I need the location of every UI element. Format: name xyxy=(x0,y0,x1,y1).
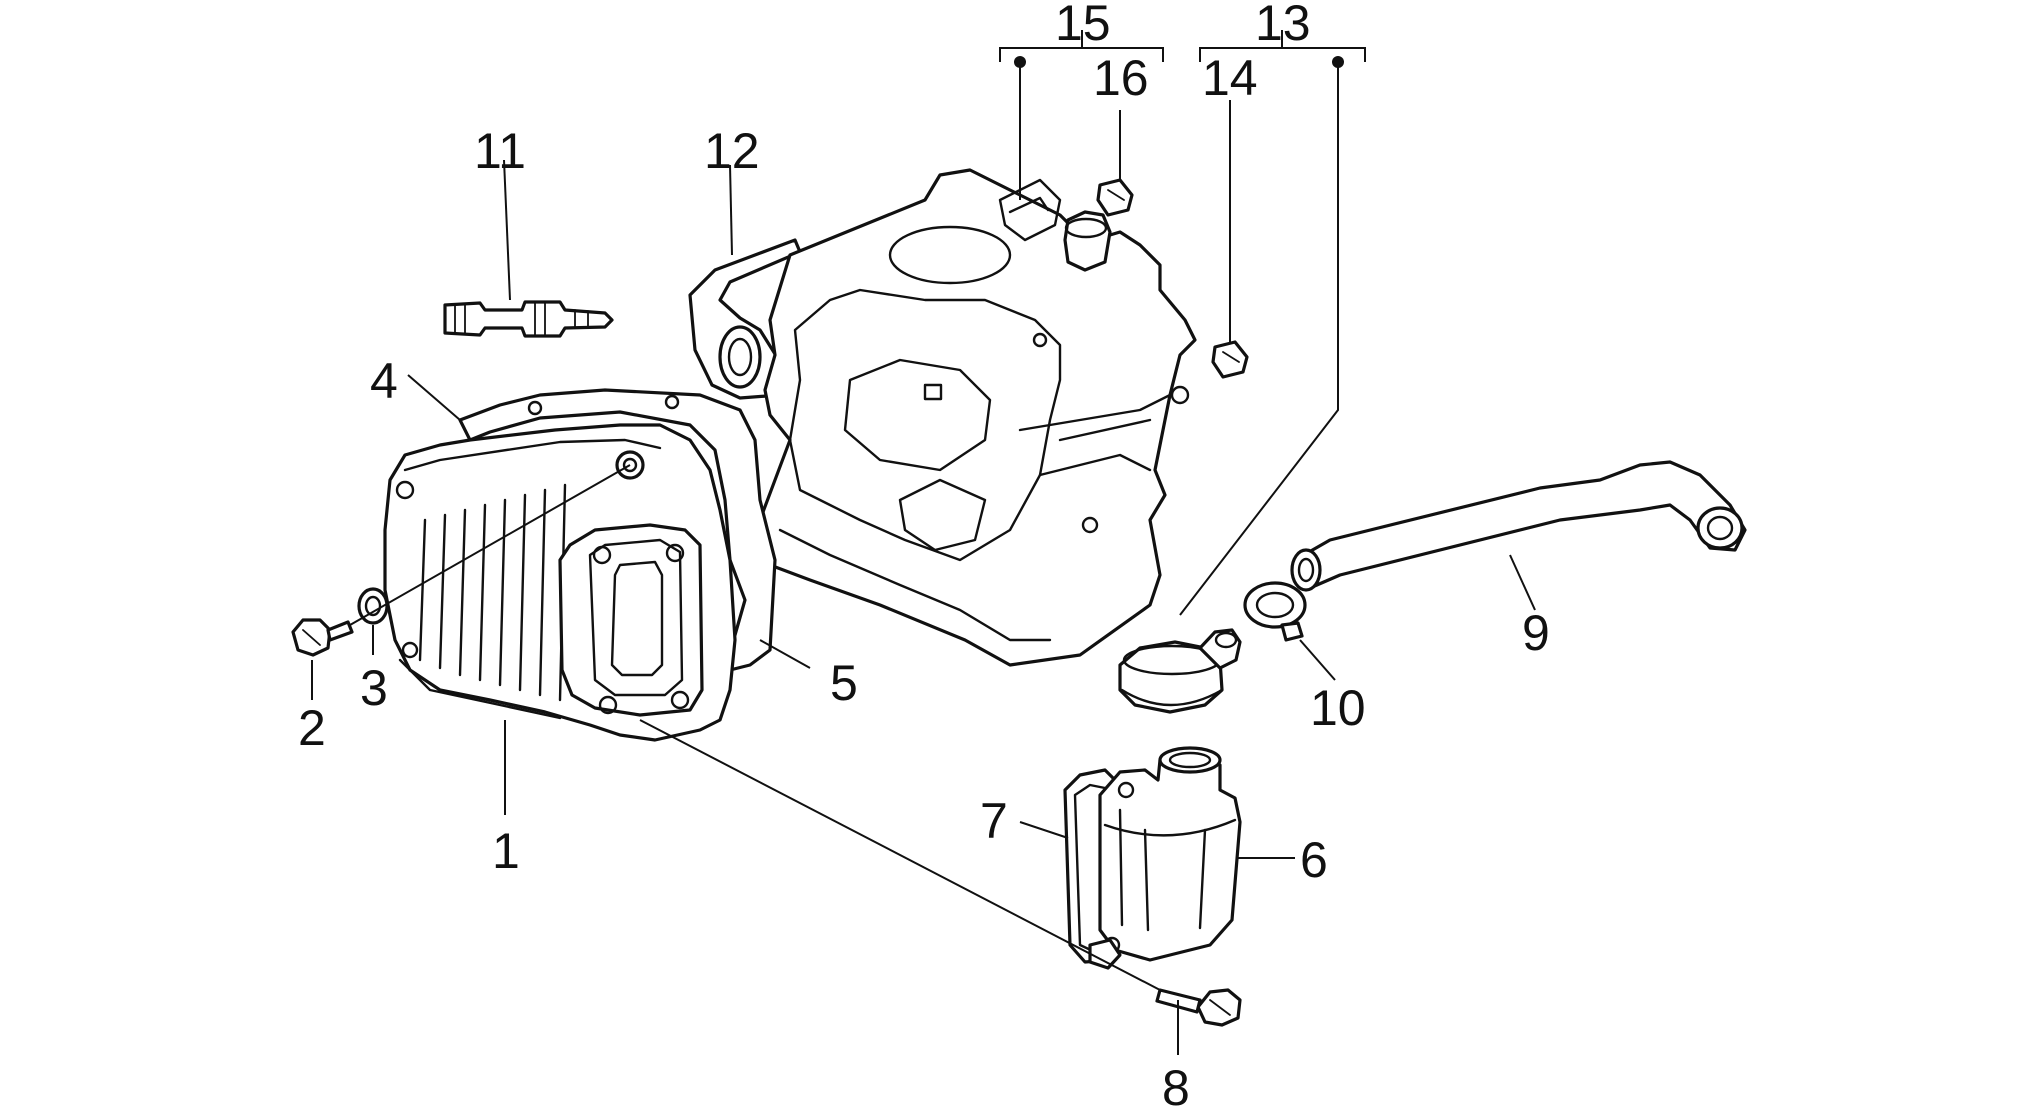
clip-16 xyxy=(1096,178,1134,217)
callout-13: 13 xyxy=(1255,0,1311,51)
breather-hose xyxy=(1290,460,1747,592)
callout-14: 14 xyxy=(1202,50,1258,106)
callout-labels: 15 16 13 14 11 12 4 2 3 1 5 7 6 8 9 10 xyxy=(298,0,1550,1113)
callout-3: 3 xyxy=(360,660,388,716)
breather-body xyxy=(1088,746,1242,970)
callout-9: 9 xyxy=(1522,605,1550,661)
callout-16: 16 xyxy=(1093,50,1149,106)
callout-4: 4 xyxy=(370,353,398,409)
spark-plug xyxy=(443,300,614,338)
callout-2: 2 xyxy=(298,700,326,756)
hose-clamp xyxy=(1243,581,1307,642)
callout-5: 5 xyxy=(830,655,858,711)
engine-shroud xyxy=(758,168,1197,667)
screw-8 xyxy=(1155,988,1242,1027)
leader-lines xyxy=(311,30,1536,1055)
breather-cap xyxy=(1118,628,1242,714)
callout-7: 7 xyxy=(980,793,1008,849)
callout-8: 8 xyxy=(1162,1060,1190,1113)
washer xyxy=(357,587,389,625)
callout-1: 1 xyxy=(492,823,520,879)
callout-12: 12 xyxy=(704,123,760,179)
callout-15: 15 xyxy=(1055,0,1111,51)
head-cover xyxy=(383,423,737,742)
clip-14 xyxy=(1211,340,1249,379)
bolt xyxy=(291,618,354,657)
callout-11: 11 xyxy=(474,123,526,179)
callout-10: 10 xyxy=(1310,680,1366,736)
callout-6: 6 xyxy=(1300,832,1328,888)
